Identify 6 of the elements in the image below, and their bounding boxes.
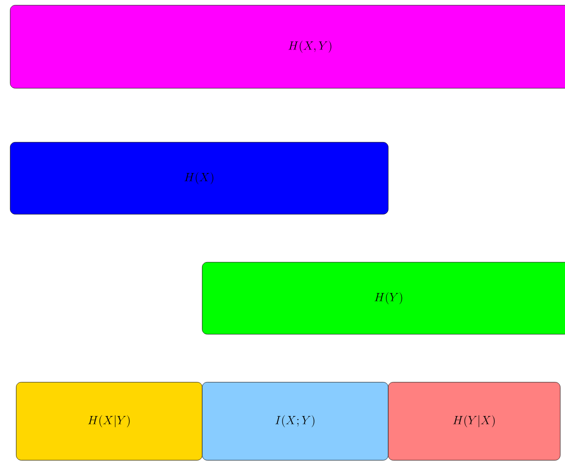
entropy-bar: $H(X|Y)$ [16,382,202,460]
entropy-bar: $H(X)$ [10,142,388,214]
entropy-bar: $H(Y)$ [202,262,565,334]
entropy-bar: $I(X;Y)$ [202,382,388,460]
entropy-bar: $H(Y|X)$ [388,382,560,460]
entropy-bar: $H(X,Y)$ [10,5,565,88]
